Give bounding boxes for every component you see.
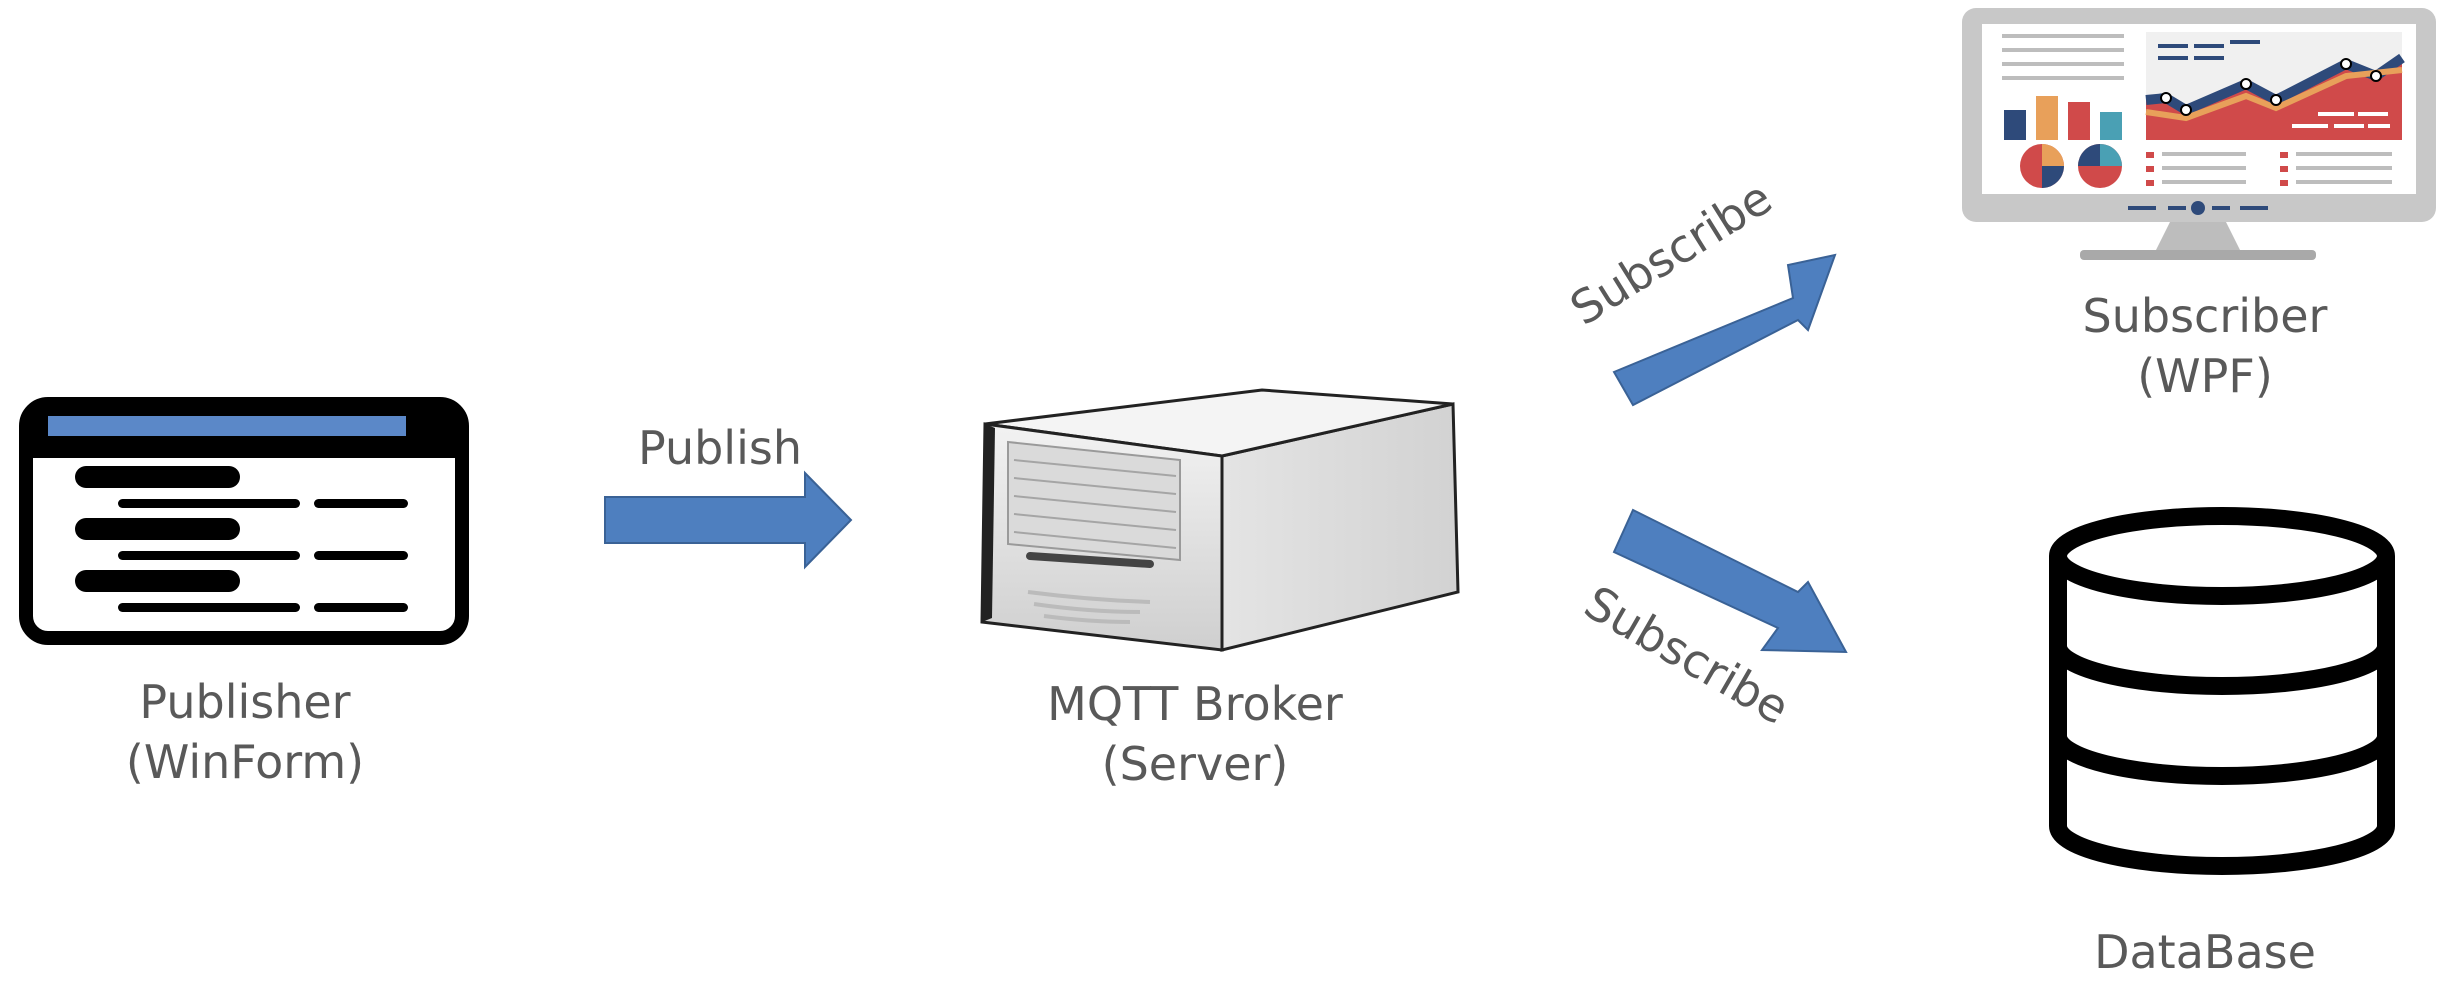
database-icon — [2049, 507, 2395, 875]
winform-window-icon — [19, 397, 469, 645]
broker-label-line1: MQTT Broker — [1047, 677, 1343, 731]
monitor-dashboard-icon — [1962, 8, 2436, 260]
subscriber-label-line1: Subscriber — [2082, 289, 2328, 343]
publisher-label-line2: (WinForm) — [125, 735, 365, 789]
subscriber-label-line2: (WPF) — [2137, 349, 2273, 403]
publisher-label-line1: Publisher — [139, 675, 351, 729]
database-label-line1: DataBase — [2094, 925, 2316, 979]
publish-arrow — [604, 470, 853, 570]
publish-label: Publish — [638, 421, 802, 475]
database-label: DataBase — [2060, 922, 2350, 982]
subscriber-label: Subscriber (WPF) — [2060, 286, 2350, 406]
subscribe-arrow-bottom — [1612, 508, 1848, 654]
broker-label-line2: (Server) — [1101, 737, 1289, 791]
subscribe-arrow-top — [1612, 253, 1837, 407]
broker-label: MQTT Broker (Server) — [1000, 674, 1390, 794]
publisher-label: Publisher (WinForm) — [90, 672, 400, 792]
server-icon — [980, 388, 1460, 652]
